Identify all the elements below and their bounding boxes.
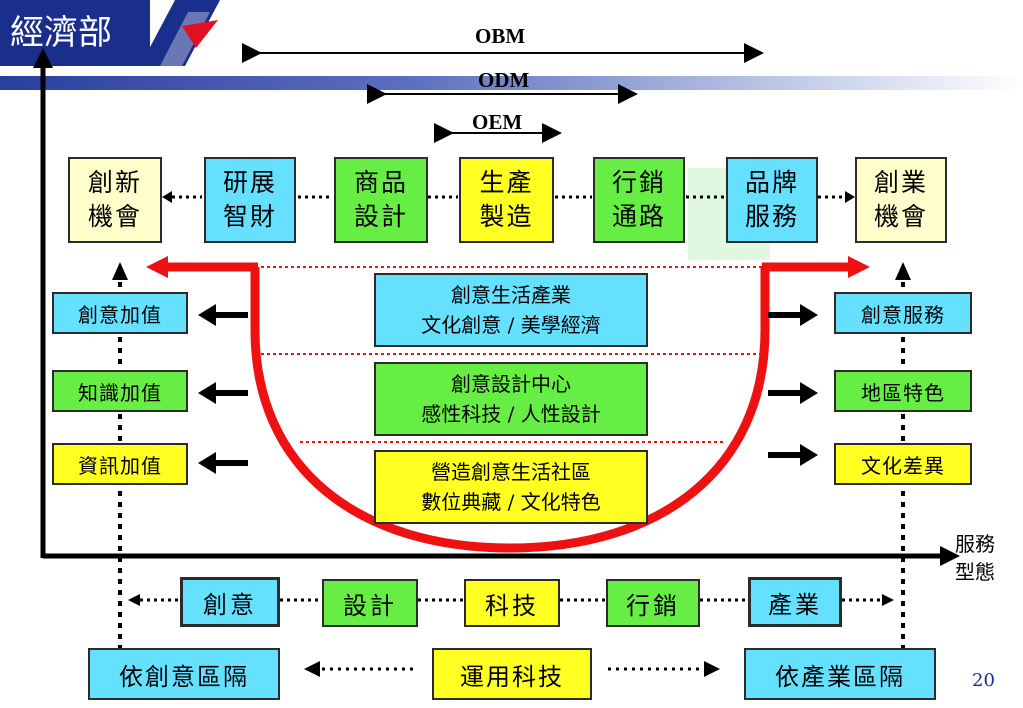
stage-innovation-opportunity: 創新 機會 [68, 157, 162, 243]
footer-by-industry: 依產業區隔 [744, 648, 936, 700]
bottom-design: 設計 [322, 579, 418, 627]
stage-rd-ip: 研展 智財 [204, 157, 296, 243]
oem-label: OEM [472, 110, 523, 134]
right-value-cultural: 文化差異 [834, 443, 972, 485]
center-creative-community: 營造創意生活社區 數位典藏 / 文化特色 [374, 450, 648, 524]
obm-label: OBM [475, 24, 526, 48]
logo-text: 經濟部 [10, 13, 112, 53]
axis-label-service-type: 服務 型態 [955, 532, 995, 584]
stage-brand-service: 品牌 服務 [726, 157, 818, 243]
left-value-knowledge: 知識加值 [52, 370, 188, 412]
bottom-creativity: 創意 [180, 577, 280, 627]
page-number: 20 [972, 670, 995, 691]
left-value-information: 資訊加值 [52, 443, 188, 485]
right-value-creative-service: 創意服務 [834, 292, 972, 334]
center-creative-design: 創意設計中心 感性科技 / 人性設計 [374, 362, 648, 436]
bottom-industry: 產業 [748, 577, 842, 627]
bottom-marketing: 行銷 [606, 579, 700, 627]
stage-marketing-channel: 行銷 通路 [593, 157, 685, 243]
center-creative-life-industry: 創意生活產業 文化創意 / 美學經濟 [374, 273, 648, 347]
logo-block [0, 0, 150, 66]
footer-apply-technology: 運用科技 [432, 648, 592, 700]
stage-product-design: 商品 設計 [334, 157, 428, 243]
stage-startup-opportunity: 創業 機會 [855, 157, 947, 243]
odm-label: ODM [478, 68, 530, 92]
left-value-creative: 創意加值 [52, 292, 188, 334]
stage-manufacturing: 生產 製造 [459, 157, 554, 243]
header-gradient-band [0, 76, 1023, 90]
right-value-regional: 地區特色 [834, 370, 972, 412]
footer-by-creativity: 依創意區隔 [88, 648, 280, 700]
bottom-technology: 科技 [464, 579, 560, 627]
